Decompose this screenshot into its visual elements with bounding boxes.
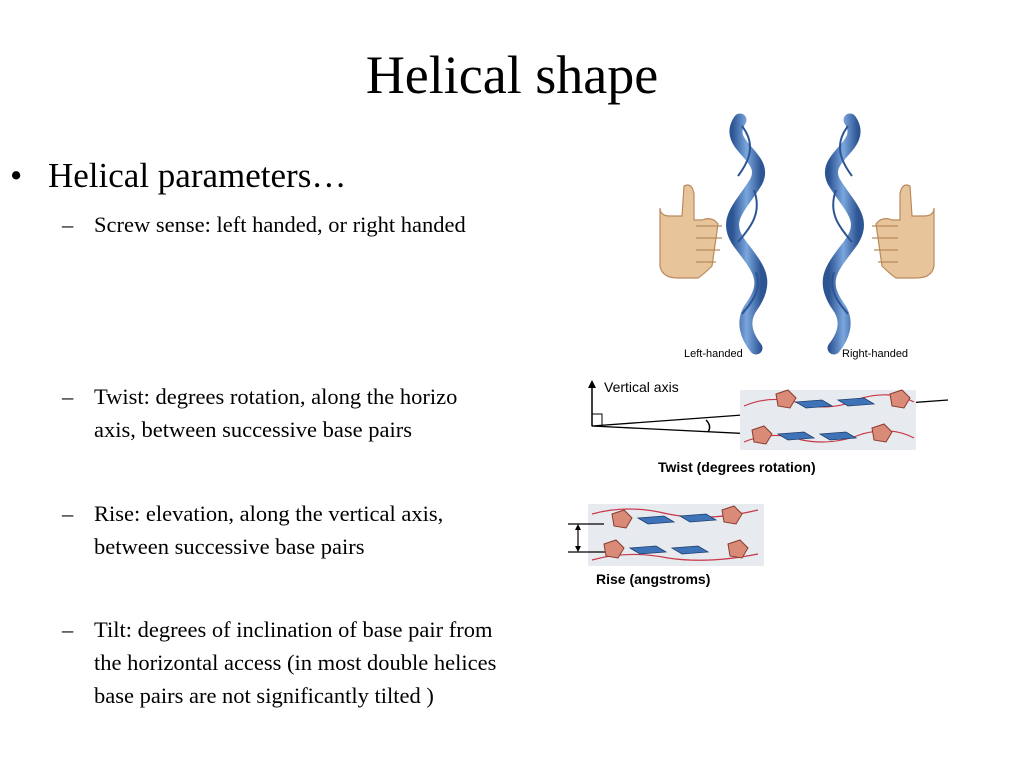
sub-bullet-screw-sense: – Screw sense: left handed, or right han… (62, 208, 466, 241)
twist-angle-arc (705, 419, 711, 433)
rise-arrow-icon (575, 524, 581, 552)
sub-bullet-line: the horizontal access (in most double he… (94, 650, 497, 675)
dash-marker: – (62, 617, 74, 642)
sub-bullet-line: Tilt: degrees of inclination of base pai… (94, 617, 493, 642)
left-handed-helix-icon (726, 113, 768, 355)
sub-bullet-line: between successive base pairs (94, 534, 365, 559)
sub-bullet-twist: – Twist: degrees rotation, along the hor… (62, 380, 457, 446)
rise-caption: Rise (angstroms) (596, 571, 710, 587)
twist-diagram: Vertical axis Twist (degrees rotation) (588, 379, 949, 475)
sub-bullet-tilt: – Tilt: degrees of inclination of base p… (62, 613, 496, 712)
dash-marker: – (62, 501, 74, 526)
main-bullet: • Helical parameters… (10, 156, 346, 196)
dash-marker: – (62, 212, 74, 237)
right-handed-label: Right-handed (842, 348, 908, 360)
sub-bullet-line: base pairs are not significantly tilted … (94, 683, 434, 708)
rise-diagram: Rise (angstroms) (568, 504, 764, 587)
sub-bullet-line: Twist: degrees rotation, along the horiz… (94, 384, 458, 409)
left-handed-label: Left-handed (684, 348, 743, 360)
vertical-axis-arrow-icon (588, 380, 603, 427)
handedness-figure: Left-handed Right-handed (659, 113, 935, 360)
bullet-text: Helical parameters… (48, 156, 347, 195)
right-handed-helix-icon (822, 113, 864, 355)
sub-bullet-text: Screw sense: left handed, or right hande… (94, 212, 466, 237)
sub-bullet-rise: – Rise: elevation, along the vertical ax… (62, 497, 443, 563)
vertical-axis-label: Vertical axis (604, 379, 679, 395)
sub-bullet-line: axis, between successive base pairs (94, 417, 413, 442)
left-hand-icon (659, 184, 722, 279)
slide-title: Helical shape (365, 45, 659, 105)
bullet-marker: • (10, 156, 23, 195)
right-hand-icon (872, 184, 935, 279)
sub-bullet-line: Rise: elevation, along the vertical axis… (94, 501, 444, 526)
dash-marker: – (62, 384, 74, 409)
twist-caption: Twist (degrees rotation) (658, 459, 816, 475)
